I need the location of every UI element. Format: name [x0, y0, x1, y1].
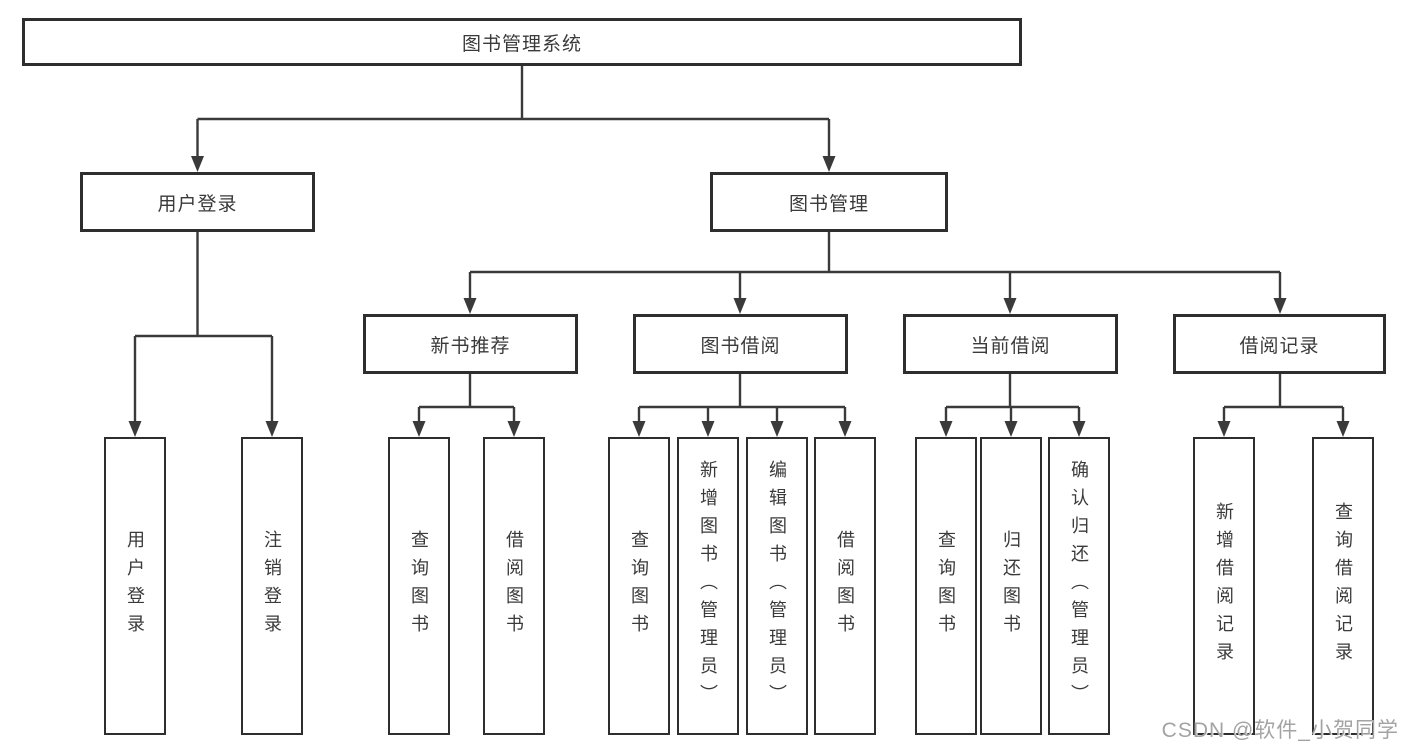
- leaf-label: 编辑图书（管理员）: [767, 460, 787, 712]
- leaf-label: 查询图书: [409, 530, 429, 642]
- leaf-return-books: 归还图书: [980, 437, 1042, 735]
- leaf-label: 查询借阅记录: [1333, 502, 1353, 670]
- leaf-label: 借阅图书: [504, 530, 524, 642]
- leaf-label: 借阅图书: [835, 530, 855, 642]
- leaf-borrow-books: 借阅图书: [814, 437, 876, 735]
- node-user-login-branch: 用户登录: [80, 172, 315, 232]
- leaf-add-borrow-record: 新增借阅记录: [1193, 437, 1255, 735]
- leaf-label: 注销登录: [262, 530, 282, 642]
- leaf-label: 查询图书: [936, 530, 956, 642]
- leaf-confirm-return-admin: 确认归还（管理员）: [1048, 437, 1110, 735]
- leaf-label: 确认归还（管理员）: [1069, 460, 1089, 712]
- node-root-library-system: 图书管理系统: [22, 18, 1022, 66]
- node-book-borrowing: 图书借阅: [633, 314, 848, 374]
- leaf-label: 归还图书: [1001, 530, 1021, 642]
- node-borrowing-records: 借阅记录: [1173, 314, 1386, 374]
- leaf-add-books-admin: 新增图书（管理员）: [677, 437, 739, 735]
- leaf-label: 新增借阅记录: [1214, 502, 1234, 670]
- node-new-book-recommendation: 新书推荐: [363, 314, 578, 374]
- node-current-borrowing: 当前借阅: [903, 314, 1118, 374]
- leaf-query-books-current: 查询图书: [915, 437, 977, 735]
- leaf-label: 用户登录: [125, 530, 145, 642]
- leaf-query-borrow-record: 查询借阅记录: [1312, 437, 1374, 735]
- leaf-edit-books-admin: 编辑图书（管理员）: [746, 437, 808, 735]
- leaf-query-books-recommend: 查询图书: [388, 437, 450, 735]
- leaf-label: 查询图书: [629, 530, 649, 642]
- leaf-label: 新增图书（管理员）: [698, 460, 718, 712]
- leaf-user-login: 用户登录: [104, 437, 166, 735]
- node-book-management-branch: 图书管理: [710, 172, 948, 232]
- leaf-logout: 注销登录: [241, 437, 303, 735]
- leaf-query-books-borrow: 查询图书: [608, 437, 670, 735]
- leaf-borrow-books-recommend: 借阅图书: [483, 437, 545, 735]
- csdn-watermark: CSDN @软件_小贺同学: [1161, 719, 1399, 742]
